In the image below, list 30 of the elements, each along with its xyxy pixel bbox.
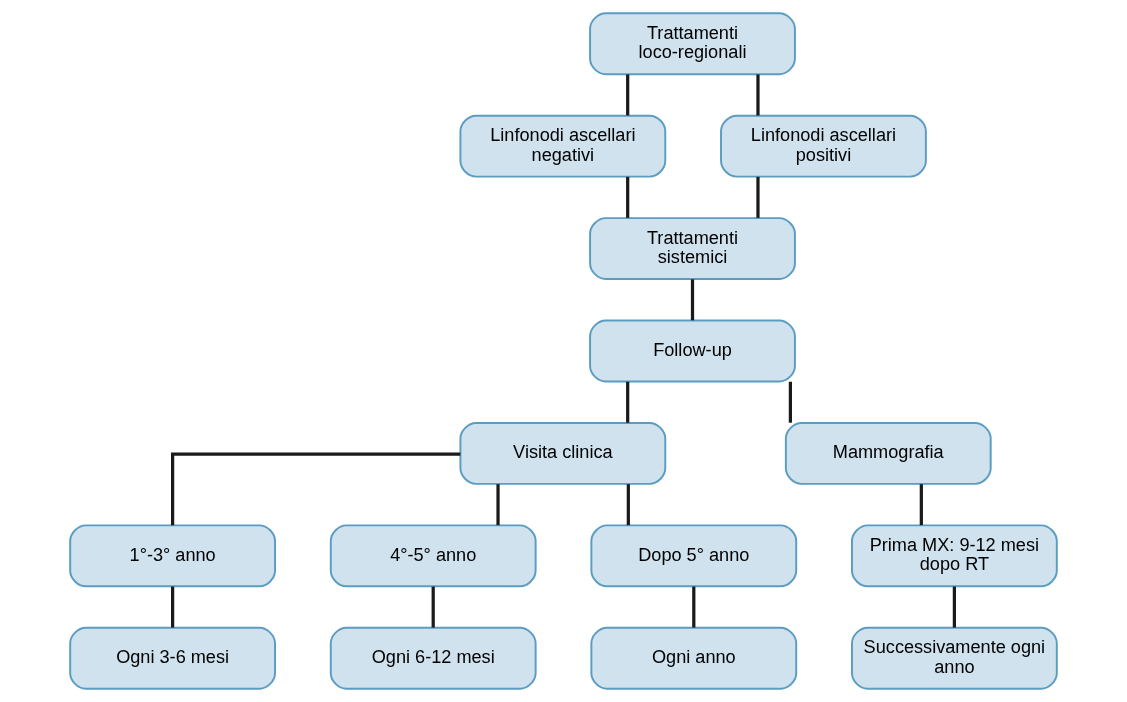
connector xyxy=(756,176,760,218)
connector xyxy=(171,586,175,628)
node-box: Trattamenti loco-regionali xyxy=(589,12,796,76)
connector xyxy=(952,586,956,628)
node-box: Successivamente ogni anno xyxy=(851,626,1058,690)
connector xyxy=(431,586,435,628)
connector xyxy=(171,452,461,526)
node-box: Ogni 6-12 mesi xyxy=(329,626,537,690)
node-box: Ogni anno xyxy=(590,626,798,690)
connector xyxy=(626,381,630,423)
connector xyxy=(692,586,696,628)
connector xyxy=(690,279,695,321)
node-box: Visita clinica xyxy=(459,422,667,485)
node-box: 1°-3° anno xyxy=(69,524,276,588)
node-box: 4°-5° anno xyxy=(329,524,537,588)
connector xyxy=(788,381,792,423)
connector xyxy=(626,74,630,116)
node-box: Mammografia xyxy=(784,422,992,485)
connector xyxy=(626,484,630,526)
node-box: Linfonodi ascellari negativi xyxy=(459,114,667,178)
connector xyxy=(496,484,500,526)
node-box: Dopo 5° anno xyxy=(590,524,798,588)
node-box: Linfonodi ascellari positivi xyxy=(720,114,927,178)
node-box: Prima MX: 9-12 mesi dopo RT xyxy=(851,524,1058,588)
node-box: Follow-up xyxy=(589,319,796,383)
connector xyxy=(919,484,923,526)
node-box: Trattamenti sistemici xyxy=(589,217,796,280)
connector xyxy=(626,176,630,218)
node-box: Ogni 3-6 mesi xyxy=(69,626,276,690)
connector xyxy=(756,74,760,116)
